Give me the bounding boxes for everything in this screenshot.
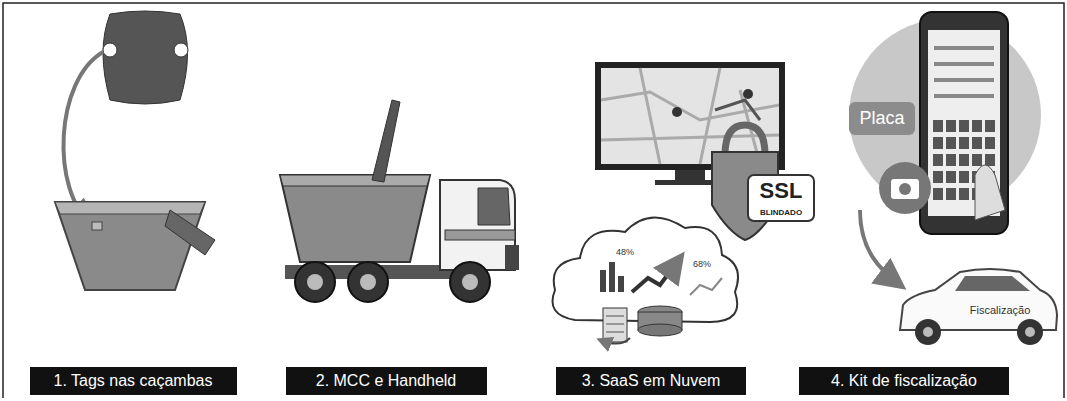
curved-arrow (860, 210, 900, 285)
caption-box: 3. SaaS em Nuvem (556, 367, 746, 395)
rfid-tag (103, 11, 188, 104)
caption-text: 1. Tags nas caçambas (54, 372, 213, 389)
caption-box: 4. Kit de fiscalização (799, 367, 1009, 395)
caption-text: 2. MCC e Handheld (316, 372, 457, 389)
ssl-shield (712, 125, 814, 240)
field-label-box: Placa (849, 102, 914, 135)
skip-container (55, 202, 215, 290)
cloud-analytics (553, 217, 739, 343)
car-lettering: Fiscalização (970, 304, 1031, 316)
caption-text: Placa (859, 108, 904, 128)
ssl-subtext: BLINDADO (760, 208, 802, 217)
handheld-kit (849, 12, 1041, 234)
frame (3, 3, 1064, 398)
caption-box: 1. Tags nas caçambas (30, 367, 237, 395)
inspection-car (900, 269, 1057, 345)
caption-text: 3. SaaS em Nuvem (582, 372, 721, 389)
skip-truck (280, 100, 519, 302)
chart-value: 68% (693, 259, 711, 269)
caption-text: 4. Kit de fiscalização (831, 372, 977, 389)
ssl-text: SSL (760, 178, 803, 204)
curved-arrow (63, 52, 103, 225)
caption-box: 2. MCC e Handheld (286, 367, 487, 395)
chart-value: 48% (616, 247, 634, 257)
